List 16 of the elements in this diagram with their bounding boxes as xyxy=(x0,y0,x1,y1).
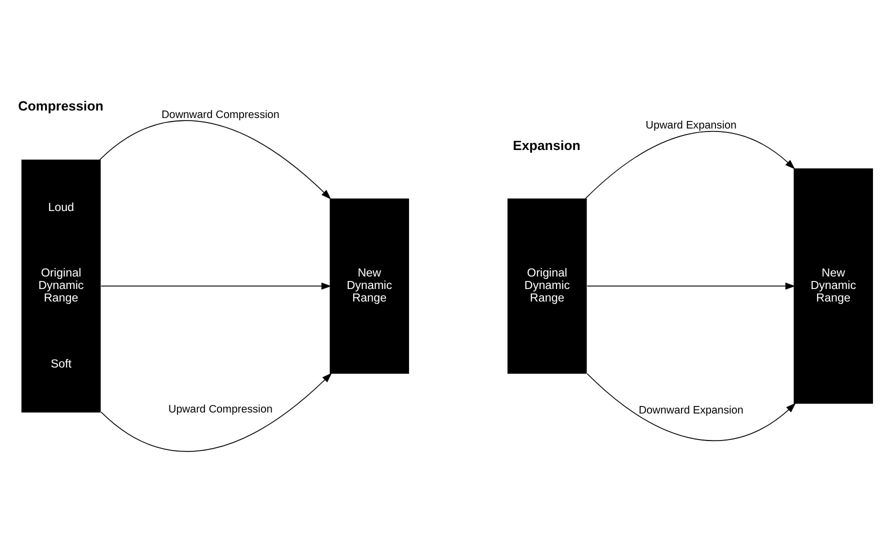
edge-label: Upward Expansion xyxy=(646,119,737,132)
arrow xyxy=(100,282,332,290)
edge-label: Downward Expansion xyxy=(638,404,744,416)
edge-label: Upward Compression xyxy=(168,402,273,415)
arrow xyxy=(585,130,796,198)
label: Expansion xyxy=(512,137,580,152)
edge-label: Downward Compression xyxy=(161,108,280,120)
node-box: New Dynamic Range xyxy=(794,168,873,404)
node-box: New Dynamic Range xyxy=(330,198,410,374)
arrow xyxy=(586,372,796,440)
node-box: Original Dynamic Range xyxy=(508,198,587,374)
node-box: Loud Original Dynamic Range Soft xyxy=(21,159,101,412)
arrow xyxy=(586,282,796,290)
arrow xyxy=(99,120,332,199)
arrow xyxy=(100,372,332,452)
label: Compression xyxy=(18,98,104,114)
